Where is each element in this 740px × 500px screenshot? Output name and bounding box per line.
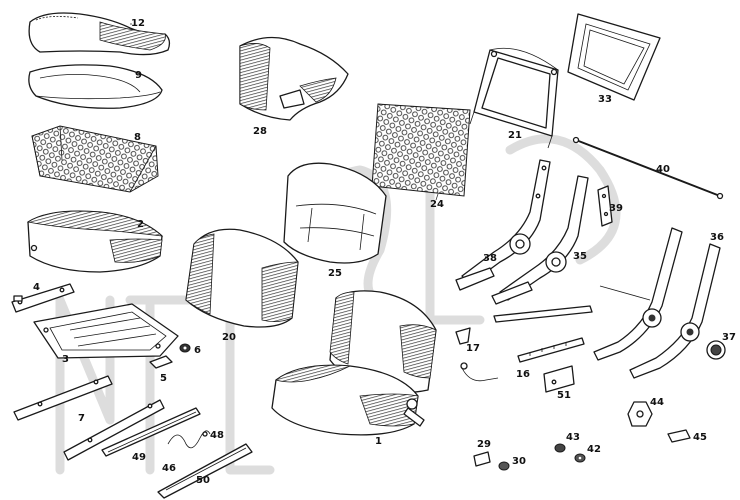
label-7: 7 — [78, 413, 85, 424]
part-33-back-panel — [567, 13, 661, 101]
label-36: 36 — [710, 232, 724, 243]
part-46-spring-clip — [167, 430, 211, 449]
label-24: 24 — [430, 199, 444, 210]
part-51-mount-bracket — [543, 365, 575, 393]
part-16-release-lever — [460, 337, 585, 382]
part-24-backrest-mesh — [371, 103, 471, 201]
label-37: 37 — [722, 332, 736, 343]
part-49-slide-rail — [101, 407, 201, 457]
label-28: 28 — [253, 126, 267, 137]
label-30: 30 — [512, 456, 526, 467]
part-29-clip — [473, 451, 491, 467]
part-30-bushing — [498, 461, 510, 471]
label-33: 33 — [598, 94, 612, 105]
label-42: 42 — [587, 444, 601, 455]
label-20: 20 — [222, 332, 236, 343]
label-9: 9 — [135, 70, 142, 81]
label-40: 40 — [656, 164, 670, 175]
label-39: 39 — [609, 203, 623, 214]
label-51: 51 — [557, 390, 571, 401]
label-6: 6 — [194, 345, 201, 356]
part-5-clip — [149, 355, 173, 369]
part-48-pin — [202, 431, 208, 437]
part-45-pad — [667, 429, 691, 443]
part-43-nut — [554, 443, 566, 453]
label-3: 3 — [62, 354, 69, 365]
part-36-recliner-pair — [593, 227, 721, 379]
part-38-left-recliner — [455, 159, 551, 291]
part-6-nut — [179, 343, 191, 353]
part-20-covered-backrest — [185, 228, 299, 328]
part-42-washer — [574, 453, 586, 463]
label-25: 25 — [328, 268, 342, 279]
part-9-foam-pad — [28, 64, 163, 109]
label-44: 44 — [650, 397, 664, 408]
label-48: 48 — [210, 430, 224, 441]
part-hinge-rail — [493, 285, 651, 323]
part-39-small-bracket — [597, 185, 613, 227]
label-43: 43 — [566, 432, 580, 443]
part-2-seat-cushion — [26, 210, 164, 273]
part-37-adjuster-knob — [706, 340, 726, 360]
part-35-recliner-mechanism — [491, 175, 589, 305]
label-50: 50 — [196, 475, 210, 486]
label-16: 16 — [516, 369, 530, 380]
label-45: 45 — [693, 432, 707, 443]
label-38: 38 — [483, 253, 497, 264]
part-17-knob — [455, 327, 471, 345]
part-25-backrest-foam — [283, 162, 387, 264]
label-12: 12 — [131, 18, 145, 29]
part-21-backrest-frame — [469, 47, 559, 149]
part-3-seat-base-frame — [33, 303, 179, 359]
label-2: 2 — [137, 219, 144, 230]
label-8: 8 — [134, 132, 141, 143]
label-35: 35 — [573, 251, 587, 262]
part-40-cross-rod — [572, 136, 724, 200]
part-1-complete-seat — [271, 290, 437, 436]
label-17: 17 — [466, 343, 480, 354]
part-8-spring-mesh — [31, 125, 159, 193]
label-5: 5 — [160, 373, 167, 384]
part-44-stop-bracket — [627, 401, 653, 427]
label-49: 49 — [132, 452, 146, 463]
part-7-rail-strips — [13, 375, 165, 461]
part-12-cushion-cover — [28, 12, 171, 56]
label-21: 21 — [508, 130, 522, 141]
part-4-bracket — [11, 283, 75, 313]
label-29: 29 — [477, 439, 491, 450]
label-1: 1 — [375, 436, 382, 447]
part-50-lower-rail — [157, 443, 253, 499]
label-46: 46 — [162, 463, 176, 474]
part-28-backrest-cover — [239, 36, 349, 121]
label-4: 4 — [33, 282, 40, 293]
